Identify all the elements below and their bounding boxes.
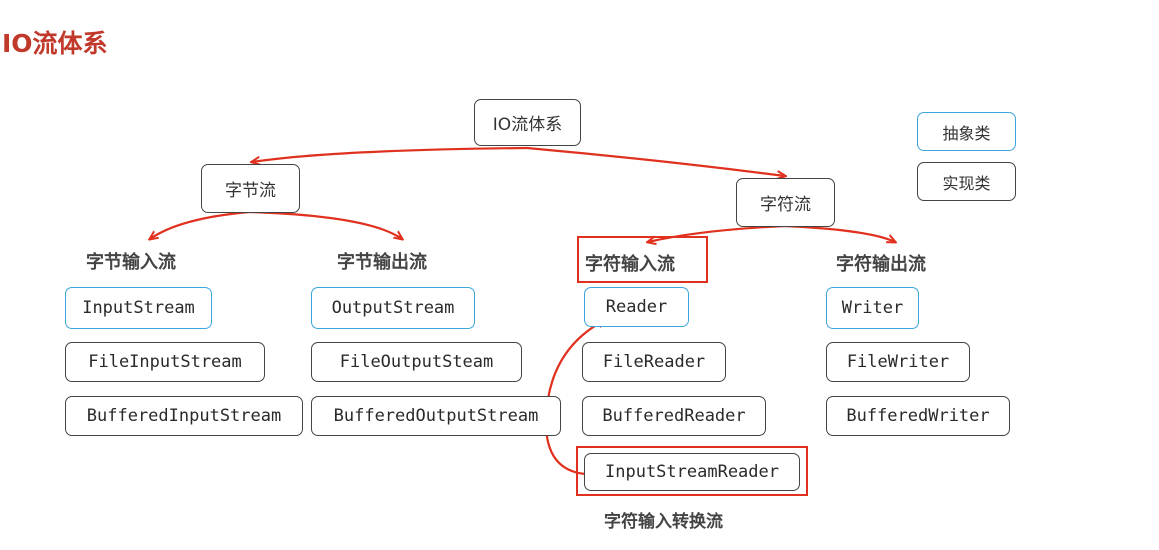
inputstream-node: InputStream (65, 287, 212, 329)
converter-label: 字符输入转换流 (604, 512, 723, 532)
arrow-char-to-output (784, 224, 895, 242)
char-stream-node: 字符流 (736, 178, 835, 227)
byte-output-label: 字节输出流 (337, 252, 427, 273)
bufferedreader-node: BufferedReader (582, 396, 766, 436)
arrow-root-to-byte (252, 146, 528, 162)
arrow-root-to-char (526, 146, 785, 176)
filewriter-node: FileWriter (826, 342, 970, 382)
inputstreamreader-node: InputStreamReader (584, 453, 800, 491)
legend-abstract: 抽象类 (917, 112, 1016, 151)
writer-node: Writer (826, 287, 919, 329)
page-title: IO流体系 (2, 29, 108, 58)
byte-stream-node: 字节流 (201, 164, 300, 213)
converter-highlight (576, 446, 808, 496)
char-input-highlight (577, 236, 708, 283)
reader-node: Reader (584, 287, 689, 327)
filereader-node: FileReader (582, 342, 726, 382)
outputstream-node: OutputStream (311, 287, 475, 329)
arrow-byte-to-input (150, 210, 251, 239)
fileinputstream-node: FileInputStream (65, 342, 265, 382)
root-node: IO流体系 (474, 99, 581, 146)
byte-input-label: 字节输入流 (86, 252, 176, 273)
char-input-label: 字符输入流 (585, 254, 675, 275)
legend-concrete: 实现类 (917, 162, 1016, 201)
arrow-byte-to-output (249, 210, 402, 239)
bufferedoutputstream-node: BufferedOutputStream (311, 396, 561, 436)
fileoutputsteam-node: FileOutputSteam (311, 342, 522, 382)
char-output-label: 字符输出流 (836, 254, 926, 275)
bufferedinputstream-node: BufferedInputStream (65, 396, 303, 436)
arrow-char-to-input (648, 224, 786, 242)
bufferedwriter-node: BufferedWriter (826, 396, 1010, 436)
